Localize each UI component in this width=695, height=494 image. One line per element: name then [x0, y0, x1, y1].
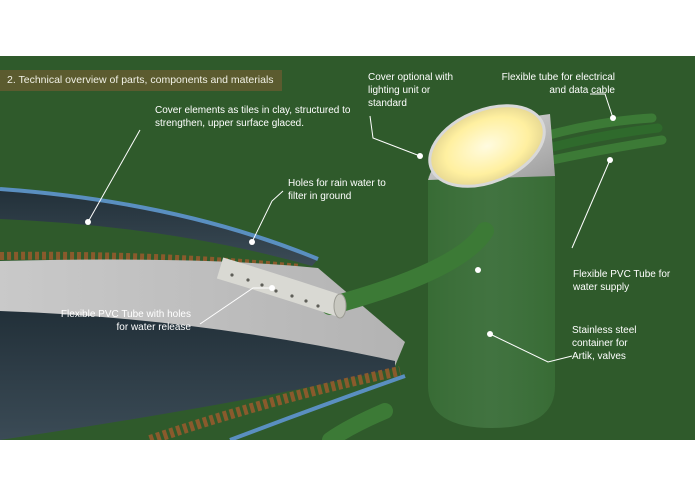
steel-container [428, 176, 555, 428]
leader-holes-rain [251, 190, 284, 243]
dot-cover-elements [85, 219, 91, 225]
lower-cover-tile [0, 311, 395, 440]
top-cover-tile [0, 189, 318, 266]
leader-pvc-holes [199, 287, 272, 325]
label-cover-elements: Cover elements as tiles in clay, structu… [155, 105, 351, 129]
dot-pvc-holes [269, 285, 275, 291]
bottom-tube [322, 403, 393, 440]
label-pvc-holes: Flexible PVC Tube with holes for water r… [60, 309, 191, 333]
cable-tube-3 [547, 135, 667, 165]
label-cover-optional: Cover optional with lighting unit or sta… [368, 72, 454, 109]
leader-cover-elements [87, 129, 141, 223]
lower-ribs [148, 366, 402, 440]
dot-holes-rain [249, 239, 255, 245]
label-container: Stainless steel container for Artik, val… [572, 325, 637, 362]
leader-container [489, 333, 573, 363]
dot-cover-optional [417, 153, 423, 159]
leader-pvc-supply [571, 159, 611, 249]
leader-cable-tube [590, 93, 614, 119]
label-holes-rain: Holes for rain water to filter in ground [288, 178, 386, 202]
lower-cover-edge [229, 374, 406, 440]
dot-cable-tube [610, 115, 616, 121]
leader-cover-optional [369, 115, 421, 157]
supply-tube [321, 222, 494, 315]
section-title: 2. Technical overview of parts, componen… [0, 70, 282, 91]
top-cover-edge [0, 187, 319, 261]
cable-tube-2 [543, 123, 663, 153]
pvc-tube-holes [216, 257, 344, 317]
dot-pvc-supply [607, 157, 613, 163]
dot-supply-tube [475, 267, 481, 273]
dot-container [487, 331, 493, 337]
cable-tube-1 [540, 113, 657, 141]
slide: 2. Technical overview of parts, componen… [0, 56, 695, 440]
illustration [0, 93, 667, 440]
pvc-tube-hole-dots [230, 273, 320, 308]
pvc-tube-end [333, 293, 347, 319]
top-ribs [0, 251, 301, 272]
lamp-glow [428, 104, 546, 188]
label-pvc-supply: Flexible PVC Tube for water supply [573, 269, 671, 293]
label-cable-tube: Flexible tube for electrical and data ca… [501, 72, 615, 96]
